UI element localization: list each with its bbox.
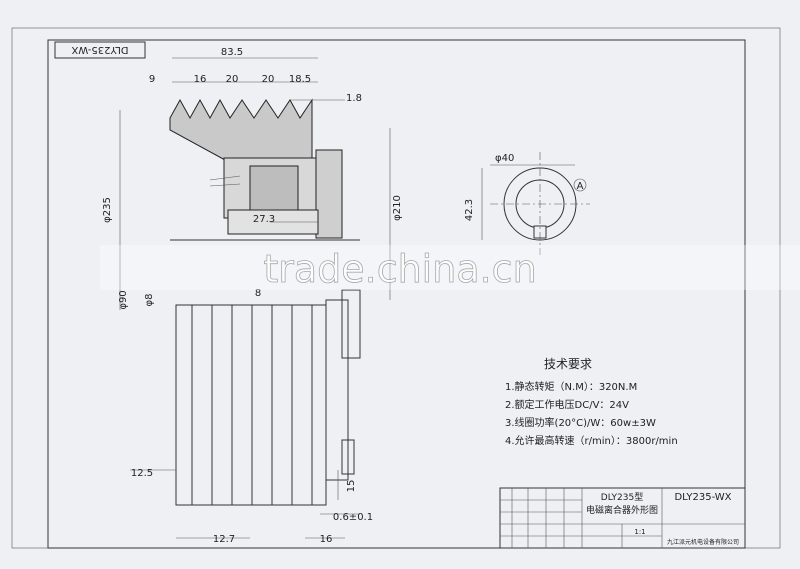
requirement-2: 2.额定工作电压DC/V：24V xyxy=(505,398,629,411)
view-label-a: A xyxy=(577,181,584,192)
requirement-4: 4.允许最高转速（r/min）：3800r/min xyxy=(505,434,678,447)
dim-overall-width: 83.5 xyxy=(221,47,243,58)
dim-12-5: 12.5 xyxy=(131,468,153,479)
dim-keyway-42-3: 42.3 xyxy=(464,199,475,221)
armature-plate xyxy=(315,149,343,239)
title-scale: 1:1 xyxy=(634,528,645,536)
title-name: 电磁离合器外形图 xyxy=(586,504,658,516)
pulley-section xyxy=(169,98,360,241)
view-label-circle xyxy=(573,178,587,192)
stamp-box xyxy=(54,41,146,59)
dim-12-7: 12.7 xyxy=(213,534,235,545)
dim-shaft-dia: φ40 xyxy=(495,153,514,164)
pulley-exterior xyxy=(175,289,361,506)
shaft-section-view: φ40 42.3 A xyxy=(464,152,590,255)
title-model: DLY235型 xyxy=(601,492,643,503)
requirement-3: 3.线圈功率(20°C)/W：60w±3W xyxy=(505,416,656,429)
dim-15: 15 xyxy=(346,480,357,493)
dim-bore-90: φ90 xyxy=(118,290,129,309)
lead-wire-2 xyxy=(209,183,241,187)
dim-1-8: 1.8 xyxy=(346,93,362,104)
title-block: DLY235型 电磁离合器外形图 DLY235-WX 1:1 九江派元机电设备有… xyxy=(499,487,746,549)
technical-requirements: 技术要求 1.静态转矩（N.M）：320N.M 2.额定工作电压DC/V：24V… xyxy=(505,357,678,447)
inner-frame xyxy=(47,39,746,549)
dim-0-6: 0.6±0.1 xyxy=(333,512,373,523)
lead-wire-1 xyxy=(209,175,241,181)
dim-16-bottom: 16 xyxy=(320,534,333,545)
dim-bore-8: φ8 xyxy=(144,294,155,307)
dimension-lines xyxy=(119,57,391,539)
dim-20b: 20 xyxy=(262,74,275,85)
watermark-text: trade.china.cn xyxy=(263,247,536,291)
dimension-texts: 83.5 9 16 20 20 18.5 1.8 φ235 φ210 27.3 … xyxy=(102,47,403,545)
stamp-code: DLY235-WX xyxy=(71,44,128,55)
dim-16: 16 xyxy=(194,74,207,85)
title-block-frame xyxy=(499,487,746,549)
title-company: 九江派元机电设备有限公司 xyxy=(667,538,739,546)
title-drawing-code: DLY235-WX xyxy=(674,492,731,503)
hub-exterior-top xyxy=(341,289,361,359)
requirement-1: 1.静态转矩（N.M）：320N.M xyxy=(505,380,637,393)
dim-hub-27-3: 27.3 xyxy=(253,214,275,225)
requirements-title: 技术要求 xyxy=(544,357,592,371)
dim-coil-dia: φ210 xyxy=(392,195,403,221)
dim-20a: 20 xyxy=(226,74,239,85)
dim-18-5: 18.5 xyxy=(289,74,311,85)
dim-pulley-dia: φ235 xyxy=(102,197,113,223)
dim-9: 9 xyxy=(149,74,155,85)
hub-exterior-bottom xyxy=(341,439,355,475)
watermark-band xyxy=(100,245,800,290)
dim-8: 8 xyxy=(255,288,261,299)
coil-winding xyxy=(249,165,299,211)
armature-exterior xyxy=(325,299,349,481)
